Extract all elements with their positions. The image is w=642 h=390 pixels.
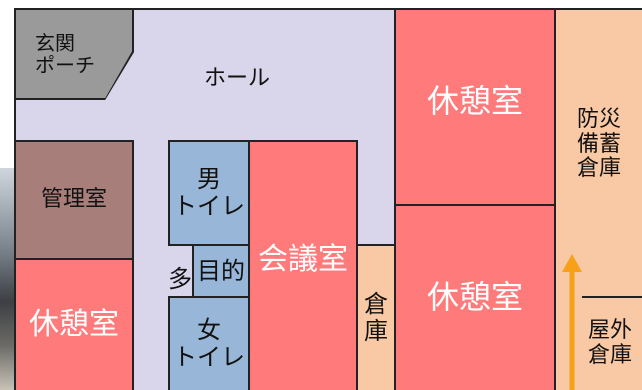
arrow-up-icon	[562, 254, 582, 390]
hall-label: ホール	[204, 66, 271, 91]
men-toilet-label: 男 トイレ	[173, 165, 245, 220]
small-storage-label: 倉 庫	[364, 290, 388, 345]
exterior-photo-strip	[0, 168, 14, 390]
women-toilet: 女 トイレ	[168, 296, 250, 390]
rest-room-top-label: 休憩室	[426, 82, 523, 121]
multipurpose-label: 目的	[197, 256, 245, 285]
entrance-label: 玄関 ポーチ	[35, 30, 95, 77]
men-toilet: 男 トイレ	[168, 140, 250, 246]
rest-room-left-label: 休憩室	[29, 307, 119, 343]
entrance-porch: 玄関 ポーチ	[14, 8, 134, 100]
rest-room-bottom: 休憩室	[394, 204, 556, 390]
disaster-storage-label: 防災 備蓄 倉庫	[576, 107, 621, 182]
multipurpose-toilet: 目的	[192, 244, 250, 298]
multipurpose-label-left: 多	[168, 265, 192, 293]
outdoor-storage-label: 屋外 倉庫	[588, 318, 633, 368]
women-toilet-label: 女 トイレ	[173, 316, 245, 371]
management-label: 管理室	[40, 186, 107, 212]
outdoor-storage: 屋外 倉庫	[582, 296, 642, 390]
outdoor-storage-wall-top	[582, 296, 642, 298]
meeting-room-label: 会議室	[258, 242, 348, 278]
small-storage: 倉 庫	[356, 244, 396, 390]
meeting-room: 会議室	[248, 140, 358, 390]
rest-room-top: 休憩室	[394, 8, 556, 206]
rest-room-left: 休憩室	[14, 258, 134, 390]
management-room: 管理室	[14, 140, 134, 260]
rest-room-bottom-label: 休憩室	[426, 278, 523, 317]
